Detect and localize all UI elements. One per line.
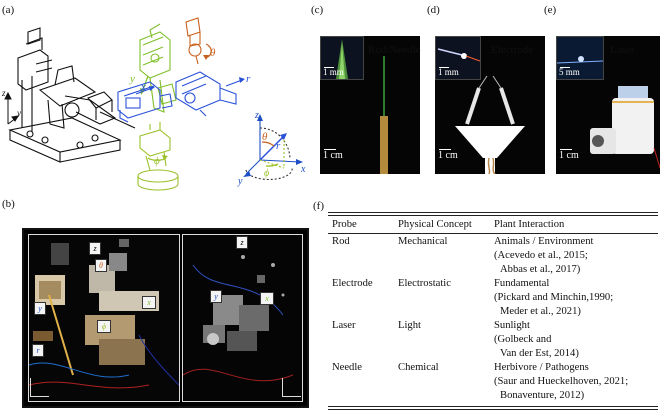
tag-theta: θ	[95, 259, 107, 272]
panel-c-inset-scale-label: 1 mm	[323, 67, 344, 77]
panel-b-photo-frame: z θ y x ϕ r z y x	[22, 228, 309, 408]
table-top-rule-1	[328, 212, 658, 213]
tag-r: r	[32, 344, 44, 357]
tag-y: y	[34, 302, 46, 315]
frame-theta-label: θ	[262, 131, 268, 143]
frame-y-label: y	[237, 176, 243, 187]
frame-phi-label: ϕ	[264, 168, 269, 179]
panel-a-illustration: z y y θ x r	[1, 17, 306, 191]
r-stage-drawing	[175, 71, 237, 117]
table-top-rule-2	[328, 215, 658, 216]
panel-d-scale-bar	[439, 149, 451, 150]
row-concept: Light	[398, 320, 421, 331]
row-interaction-line: (Golbeck and	[494, 334, 552, 345]
small-axis-z: z	[1, 88, 6, 98]
table-bottom-rule-2	[328, 409, 658, 410]
panel-b-right-photo	[182, 234, 303, 402]
row-probe: Needle	[332, 362, 362, 373]
x-stage-drawing	[117, 81, 173, 123]
y-stage-drawing	[139, 23, 177, 113]
row-probe: Rod	[332, 236, 350, 247]
theta-stage-label: θ	[210, 47, 216, 59]
header-plant-interaction: Plant Interaction	[494, 219, 565, 230]
panel-label-d: (d)	[427, 4, 440, 16]
electrode-tip-icon	[437, 48, 480, 62]
panel-c-inset-scale-bar	[324, 67, 334, 68]
small-axis-y: y	[16, 108, 21, 118]
panel-c-scale-label: 1 cm	[323, 150, 343, 161]
header-physical-concept: Physical Concept	[398, 219, 472, 230]
photo-axes-right-icon	[282, 378, 301, 397]
row-interaction-line: Sunlight	[494, 320, 530, 331]
panel-d-title: Electrode	[491, 44, 534, 56]
frame-z-label: z	[254, 110, 259, 121]
tag-x: x	[142, 296, 156, 309]
tag-x-right: x	[260, 292, 274, 305]
laser-scene	[590, 86, 660, 169]
small-axes	[4, 91, 19, 125]
row-interaction-line: (Acevedo et al., 2015;	[494, 250, 588, 261]
panel-label-e: (e)	[544, 4, 557, 16]
panel-label-f: (f)	[313, 200, 324, 212]
row-probe: Electrode	[332, 278, 373, 289]
row-interaction-line: Herbivore / Pathogens	[494, 362, 589, 373]
panel-label-a: (a)	[2, 4, 15, 16]
row-interaction-line: Meder et al., 2021)	[500, 306, 581, 317]
x-stage-label: x	[140, 81, 146, 93]
row-interaction-line: Van der Est, 2014)	[500, 348, 579, 359]
panel-d-inset: 1 mm	[435, 36, 481, 80]
rod-shaft	[383, 56, 385, 116]
panel-d-inset-scale-label: 1 mm	[438, 67, 459, 77]
tag-z: z	[89, 242, 101, 255]
phi-stage-label: ϕ	[154, 155, 160, 167]
laser-spot-icon	[557, 37, 603, 79]
panel-e-scale-bar	[560, 149, 572, 150]
panel-c-title: Rod/Needle	[368, 44, 421, 56]
photo-axes-left-icon	[30, 378, 49, 397]
header-probe: Probe	[332, 219, 357, 230]
row-concept: Mechanical	[398, 236, 448, 247]
y-stage-label: y	[129, 73, 135, 85]
table-bottom-rule-1	[328, 406, 658, 407]
row-interaction-line: Abbas et al., 2017)	[500, 264, 581, 275]
panel-e-scale-label: 1 cm	[559, 150, 579, 161]
row-interaction-line: (Pickard and Minchin,1990;	[494, 292, 614, 303]
row-interaction-line: Animals / Environment	[494, 236, 594, 247]
panel-e-title: Laser	[610, 44, 635, 56]
row-interaction-line: Fundamental	[494, 278, 550, 289]
panel-label-c: (c)	[311, 4, 324, 16]
coordinate-frame	[245, 118, 301, 181]
row-interaction-line: Bonaventure, 2012)	[500, 390, 585, 401]
tag-z-right: z	[236, 236, 248, 249]
panel-label-b: (b)	[2, 198, 15, 210]
panel-e-inset-scale-bar	[560, 67, 570, 68]
row-probe: Laser	[332, 320, 356, 331]
table-header-rule	[328, 233, 658, 234]
panel-e-inset: 5 mm	[556, 36, 604, 80]
panel-c-inset: 1 mm	[320, 36, 364, 80]
panel-e-inset-scale-label: 5 mm	[559, 67, 580, 77]
row-concept: Electrostatic	[398, 278, 451, 289]
rod-sleeve	[380, 116, 388, 174]
row-concept: Chemical	[398, 362, 439, 373]
electrode-scene	[455, 75, 525, 174]
theta-stage-drawing	[185, 17, 202, 65]
robot-assembly-drawing	[8, 27, 136, 163]
needle-tip-icon	[336, 39, 348, 79]
panel-d-scale-label: 1 cm	[438, 150, 458, 161]
tag-y-right: y	[210, 290, 222, 303]
phi-stage-drawing	[137, 122, 179, 191]
row-interaction-line: (Saur and Hueckelhoven, 2021;	[494, 376, 629, 387]
frame-x-label: x	[300, 164, 306, 175]
panel-c-scale-bar	[324, 149, 336, 150]
tag-phi: ϕ	[97, 320, 111, 333]
panel-d-inset-scale-bar	[439, 67, 449, 68]
frame-r-label: r	[276, 140, 281, 152]
right-photo-scene	[182, 255, 294, 382]
r-stage-label: r	[246, 73, 251, 85]
